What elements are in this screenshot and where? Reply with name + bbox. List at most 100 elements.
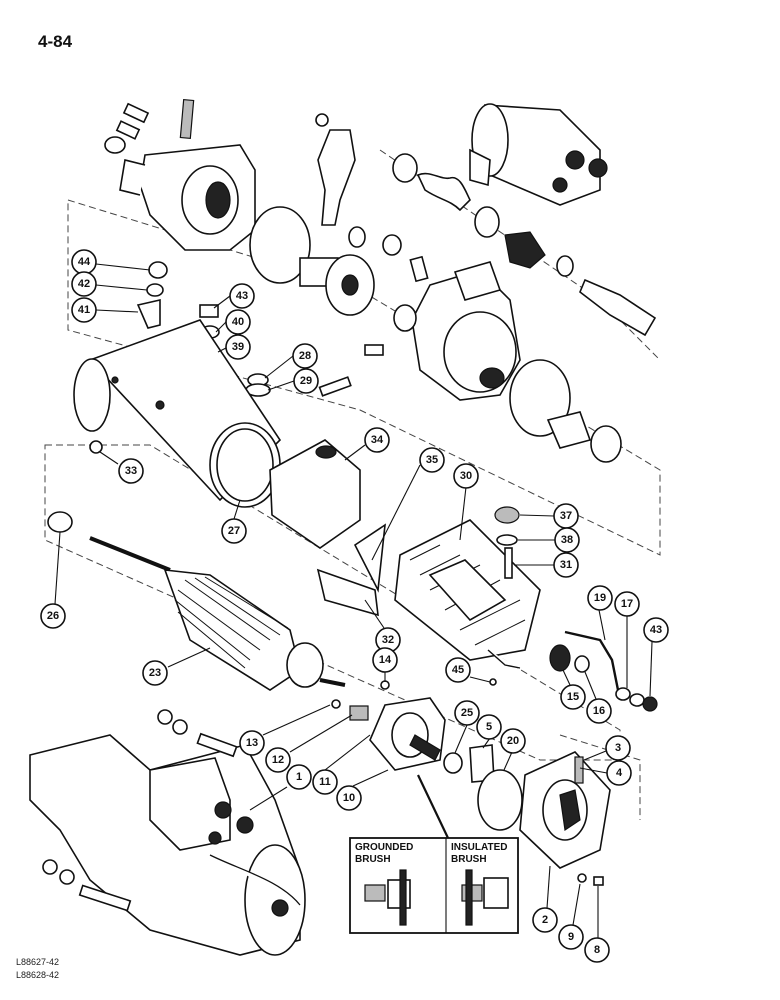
mounting-hardware	[42, 709, 238, 912]
svg-text:2: 2	[542, 914, 548, 926]
callout-5: 5	[476, 714, 502, 740]
callout-44: 44	[71, 249, 97, 275]
svg-text:28: 28	[299, 350, 311, 362]
ref-code-1: L88627-42	[16, 957, 60, 967]
callout-26: 26	[40, 603, 66, 629]
drive-housing	[119, 144, 256, 251]
svg-text:23: 23	[149, 667, 161, 679]
callout-41: 41	[71, 297, 97, 323]
callout-43-top: 43	[229, 283, 255, 309]
shift-lever	[315, 113, 356, 226]
inset-label-insulated-line1: INSULATED	[451, 842, 507, 853]
housing-o-ring	[509, 359, 571, 437]
callout-32: 32	[375, 627, 401, 653]
svg-text:25: 25	[461, 707, 473, 719]
grounded-brush-illustration	[364, 869, 411, 926]
callout-10: 10	[336, 785, 362, 811]
figure-reference-codes: L88627-42 L88628-42	[16, 956, 59, 982]
svg-text:30: 30	[460, 470, 472, 482]
dashed-group-lower	[559, 734, 641, 820]
callout-40: 40	[225, 309, 251, 335]
svg-text:14: 14	[379, 654, 392, 666]
callout-25: 25	[454, 700, 480, 726]
svg-text:26: 26	[47, 610, 59, 622]
svg-text:45: 45	[452, 664, 464, 676]
callout-23: 23	[142, 660, 168, 686]
callout-45: 45	[445, 657, 471, 683]
callout-2: 2	[532, 907, 558, 933]
svg-text:1: 1	[296, 771, 302, 783]
inset-label-grounded-line1: GROUNDED	[355, 842, 413, 853]
terminal-stud	[494, 506, 520, 579]
callout-28: 28	[292, 343, 318, 369]
callout-17: 17	[614, 591, 640, 617]
callout-11: 11	[312, 769, 338, 795]
housing-bolts	[104, 98, 195, 154]
svg-text:4: 4	[616, 767, 623, 779]
svg-text:20: 20	[507, 735, 519, 747]
svg-text:10: 10	[343, 792, 355, 804]
callout-20: 20	[500, 728, 526, 754]
callout-30: 30	[453, 463, 479, 489]
insulator-35	[353, 523, 386, 593]
svg-text:9: 9	[568, 931, 574, 943]
svg-text:3: 3	[615, 742, 621, 754]
callout-37: 37	[553, 503, 579, 529]
svg-text:39: 39	[232, 341, 244, 353]
callout-42: 42	[71, 271, 97, 297]
small-parts-upper	[318, 226, 429, 397]
svg-text:33: 33	[125, 465, 137, 477]
field-frame	[73, 319, 282, 508]
brush-plate	[331, 680, 446, 771]
svg-text:11: 11	[319, 776, 331, 788]
insulated-brush-illustration	[461, 869, 509, 926]
page-number: 4-84	[38, 32, 73, 51]
callout-39: 39	[225, 334, 251, 360]
pole-shoe	[269, 439, 361, 549]
callout-8: 8	[584, 937, 610, 963]
svg-text:29: 29	[300, 375, 312, 387]
svg-text:31: 31	[560, 559, 572, 571]
inset-label-insulated-line2: BRUSH	[451, 854, 487, 865]
svg-text:42: 42	[78, 278, 90, 290]
dashed-group-upper	[67, 199, 661, 556]
callout-4: 4	[606, 760, 632, 786]
brush-inset: GROUNDED BRUSH INSULATED BRUSH	[349, 774, 519, 934]
inset-label-grounded-line2: BRUSH	[355, 854, 391, 865]
bushings	[546, 411, 622, 463]
callout-1: 1	[286, 764, 312, 790]
solenoid-spring	[392, 153, 500, 238]
pole-plate-32	[316, 568, 379, 617]
callout-9: 9	[558, 924, 584, 950]
callout-3: 3	[605, 735, 631, 761]
callout-27: 27	[221, 518, 247, 544]
callout-35: 35	[419, 447, 445, 473]
svg-text:40: 40	[232, 316, 244, 328]
callout-34: 34	[364, 427, 390, 453]
commutator-end-frame	[519, 751, 611, 886]
svg-text:32: 32	[382, 634, 394, 646]
leader-lines	[54, 263, 653, 938]
screw-33	[89, 440, 103, 454]
callout-15: 15	[560, 684, 586, 710]
callout-13: 13	[239, 730, 265, 756]
callouts: 44 42 41 43 40 39 28 29 33 27 34 35 30 3…	[40, 249, 669, 963]
svg-text:16: 16	[593, 705, 605, 717]
callout-31: 31	[553, 552, 579, 578]
svg-text:44: 44	[78, 256, 91, 268]
svg-text:13: 13	[246, 737, 258, 749]
callout-38: 38	[554, 527, 580, 553]
callout-33: 33	[118, 458, 144, 484]
svg-text:38: 38	[561, 534, 573, 546]
assembled-starter	[29, 734, 306, 956]
drive-pinion	[299, 254, 375, 316]
svg-text:35: 35	[426, 454, 438, 466]
solenoid-plunger	[504, 231, 657, 337]
field-coils	[394, 519, 541, 661]
svg-text:5: 5	[486, 721, 492, 733]
svg-text:17: 17	[621, 598, 633, 610]
svg-text:15: 15	[567, 691, 579, 703]
svg-text:27: 27	[228, 525, 240, 537]
